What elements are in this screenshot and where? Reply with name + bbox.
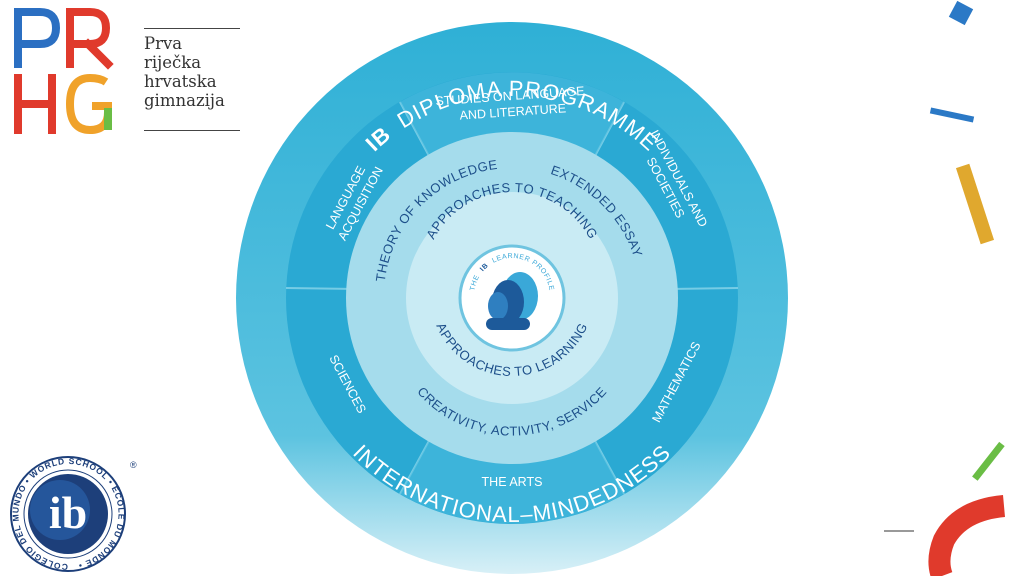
logo-rule-bottom — [144, 130, 240, 131]
logo-letter-h — [14, 74, 56, 134]
logo-letter-r — [66, 8, 114, 70]
ib-world-school-logo: COLEGIO DEL MUNDO • WORLD SCHOOL • ÉCOLE… — [10, 456, 137, 572]
logo-letter-p — [14, 8, 61, 68]
school-name-line-3: hrvatska — [144, 72, 217, 91]
registered-mark: ® — [130, 460, 137, 470]
school-name-line-1: Prva — [144, 34, 183, 53]
school-name-line-2: riječka — [144, 53, 202, 72]
logo-rule-top — [144, 28, 240, 29]
learner-profile-heads-icon — [486, 272, 538, 330]
school-name-block: Prva riječka hrvatska gimnazija — [144, 28, 254, 132]
learner-profile-the: THE — [469, 274, 481, 292]
subject-the-arts: THE ARTS — [482, 475, 543, 489]
prhg-letters-logo — [14, 8, 114, 134]
learner-profile-ib: IB — [479, 262, 490, 273]
school-logo: Prva riječka hrvatska gimnazija — [14, 8, 246, 134]
logo-letter-g — [65, 73, 112, 134]
school-name-line-4: gimnazija — [144, 91, 225, 110]
ib-world-school-center: ib — [49, 487, 87, 538]
